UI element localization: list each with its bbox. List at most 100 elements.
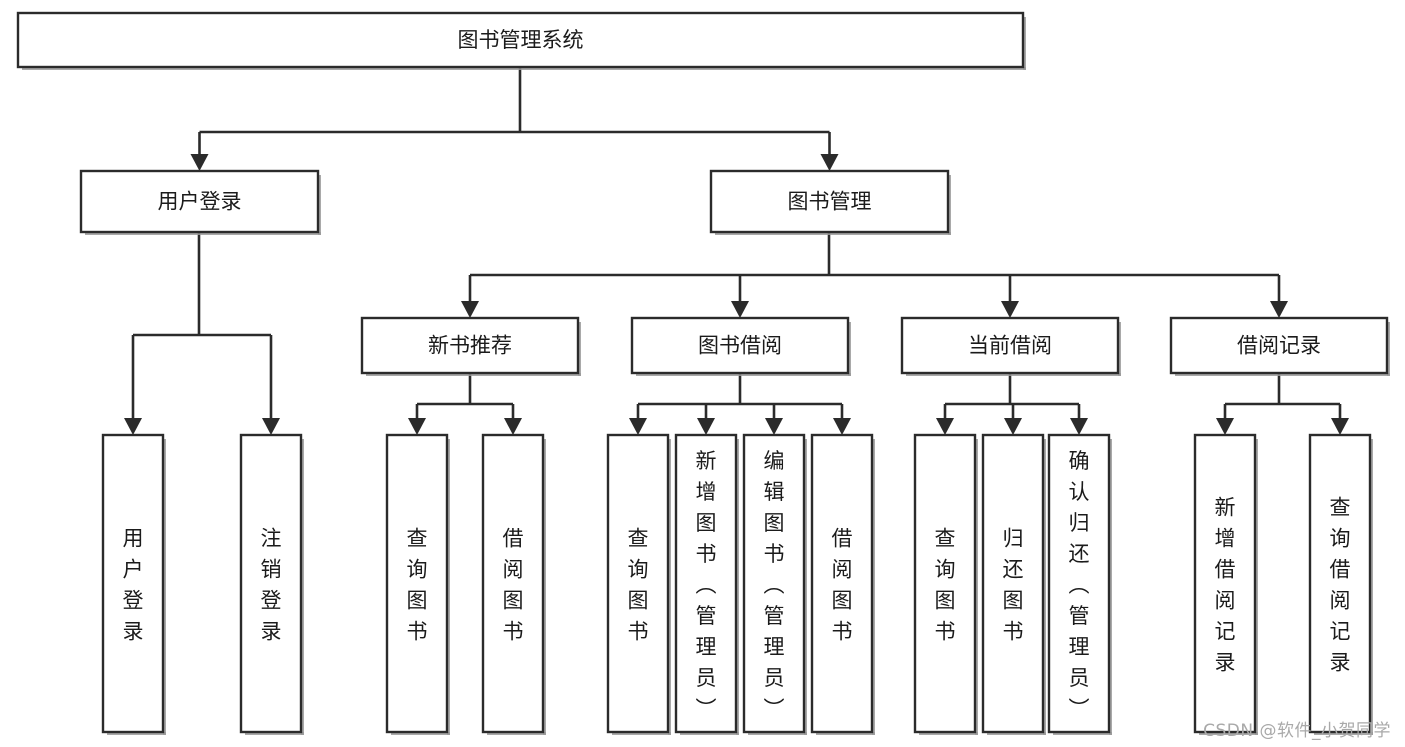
node-border xyxy=(913,433,977,734)
node-shadow xyxy=(163,439,166,735)
node-label: 查询借阅记录 xyxy=(1330,496,1351,675)
node-layer: 图书管理系统用户登录图书管理新书推荐图书借阅当前借阅借阅记录用户登录注销登录查询… xyxy=(16,11,1390,735)
node-shadow xyxy=(804,439,807,735)
node-borrow-record[interactable]: 借阅记录 xyxy=(1169,316,1390,376)
node-new-book-rec[interactable]: 新书推荐 xyxy=(360,316,581,376)
node-shadow xyxy=(848,322,851,376)
node-leaf-user-login[interactable]: 用户登录 xyxy=(101,433,166,735)
node-shadow xyxy=(748,732,807,735)
node-border xyxy=(101,433,165,734)
arrow-head-icon xyxy=(1070,418,1088,435)
node-border xyxy=(1169,316,1389,375)
node-shadow xyxy=(1053,732,1112,735)
node-shadow xyxy=(1199,732,1258,735)
node-border xyxy=(1193,433,1257,734)
arrow-head-icon xyxy=(1270,301,1288,318)
node-label: 借阅记录 xyxy=(1237,334,1321,358)
node-label: 图书管理系统 xyxy=(458,28,584,52)
node-root[interactable]: 图书管理系统 xyxy=(16,11,1026,70)
arrow-head-icon xyxy=(408,418,426,435)
node-leaf-edit-book[interactable]: 编辑图书︵管理员︶ xyxy=(742,433,807,735)
node-shadow xyxy=(447,439,450,735)
node-label: 图书借阅 xyxy=(698,334,782,358)
node-shadow xyxy=(668,439,671,735)
node-border xyxy=(1047,433,1111,734)
node-label: 查询图书 xyxy=(935,527,956,644)
arrow-head-icon xyxy=(765,418,783,435)
node-label: 借阅图书 xyxy=(503,527,524,644)
node-leaf-query-book-borrow[interactable]: 查询图书 xyxy=(606,433,671,735)
node-border xyxy=(79,169,320,234)
node-shadow xyxy=(366,373,581,376)
arrow-head-icon xyxy=(262,418,280,435)
node-shadow xyxy=(245,732,304,735)
node-shadow xyxy=(391,732,450,735)
arrow-head-icon xyxy=(461,301,479,318)
node-leaf-query-book-current[interactable]: 查询图书 xyxy=(913,433,978,735)
arrow-head-icon xyxy=(936,418,954,435)
node-border xyxy=(674,433,738,734)
node-border xyxy=(1308,433,1372,734)
arrow-head-icon xyxy=(731,301,749,318)
node-border xyxy=(630,316,850,375)
node-leaf-query-book-rec[interactable]: 查询图书 xyxy=(385,433,450,735)
node-shadow xyxy=(1255,439,1258,735)
node-border xyxy=(981,433,1045,734)
node-leaf-logout[interactable]: 注销登录 xyxy=(239,433,304,735)
arrow-head-icon xyxy=(820,154,839,171)
node-book-manage[interactable]: 图书管理 xyxy=(709,169,951,235)
node-leaf-add-book[interactable]: 新增图书︵管理员︶ xyxy=(674,433,739,735)
node-label: 用户登录 xyxy=(158,190,242,214)
node-shadow xyxy=(1314,732,1373,735)
node-shadow xyxy=(736,439,739,735)
node-border xyxy=(709,169,950,234)
node-leaf-add-record[interactable]: 新增借阅记录 xyxy=(1193,433,1258,735)
connector-layer xyxy=(124,67,1349,435)
node-label: 当前借阅 xyxy=(968,334,1052,358)
node-shadow xyxy=(543,439,546,735)
node-leaf-borrow-book-rec[interactable]: 借阅图书 xyxy=(481,433,546,735)
node-shadow xyxy=(1109,439,1112,735)
node-shadow xyxy=(919,732,978,735)
node-leaf-query-record[interactable]: 查询借阅记录 xyxy=(1308,433,1373,735)
node-current-borrow[interactable]: 当前借阅 xyxy=(900,316,1121,376)
node-shadow xyxy=(301,439,304,735)
node-label: 图书管理 xyxy=(788,190,872,214)
arrow-head-icon xyxy=(190,154,209,171)
node-user-login[interactable]: 用户登录 xyxy=(79,169,321,235)
node-label: 用户登录 xyxy=(123,527,144,644)
node-shadow xyxy=(1118,322,1121,376)
node-border xyxy=(481,433,545,734)
node-label: 查询图书 xyxy=(407,527,428,644)
node-shadow xyxy=(22,67,1026,70)
node-label: 编辑图书︵管理员︶ xyxy=(764,449,785,721)
node-border xyxy=(385,433,449,734)
node-border xyxy=(606,433,670,734)
node-shadow xyxy=(872,439,875,735)
node-label: 新增图书︵管理员︶ xyxy=(696,449,717,721)
arrow-head-icon xyxy=(1004,418,1022,435)
node-label: 注销登录 xyxy=(261,527,282,644)
node-label: 查询图书 xyxy=(628,527,649,644)
node-shadow xyxy=(680,732,739,735)
node-shadow xyxy=(107,732,166,735)
node-leaf-confirm-return[interactable]: 确认归还︵管理员︶ xyxy=(1047,433,1112,735)
node-shadow xyxy=(1387,322,1390,376)
node-shadow xyxy=(906,373,1121,376)
node-shadow xyxy=(1043,439,1046,735)
arrow-head-icon xyxy=(1001,301,1019,318)
arrow-head-icon xyxy=(1216,418,1234,435)
node-label: 新增借阅记录 xyxy=(1215,496,1236,675)
node-book-borrow[interactable]: 图书借阅 xyxy=(630,316,851,376)
node-leaf-return-book[interactable]: 归还图书 xyxy=(981,433,1046,735)
node-shadow xyxy=(85,232,321,235)
node-shadow xyxy=(578,322,581,376)
node-border xyxy=(239,433,303,734)
node-shadow xyxy=(487,732,546,735)
node-shadow xyxy=(1370,439,1373,735)
arrow-head-icon xyxy=(504,418,522,435)
arrow-head-icon xyxy=(124,418,142,435)
node-leaf-borrow-book[interactable]: 借阅图书 xyxy=(810,433,875,735)
arrow-head-icon xyxy=(629,418,647,435)
